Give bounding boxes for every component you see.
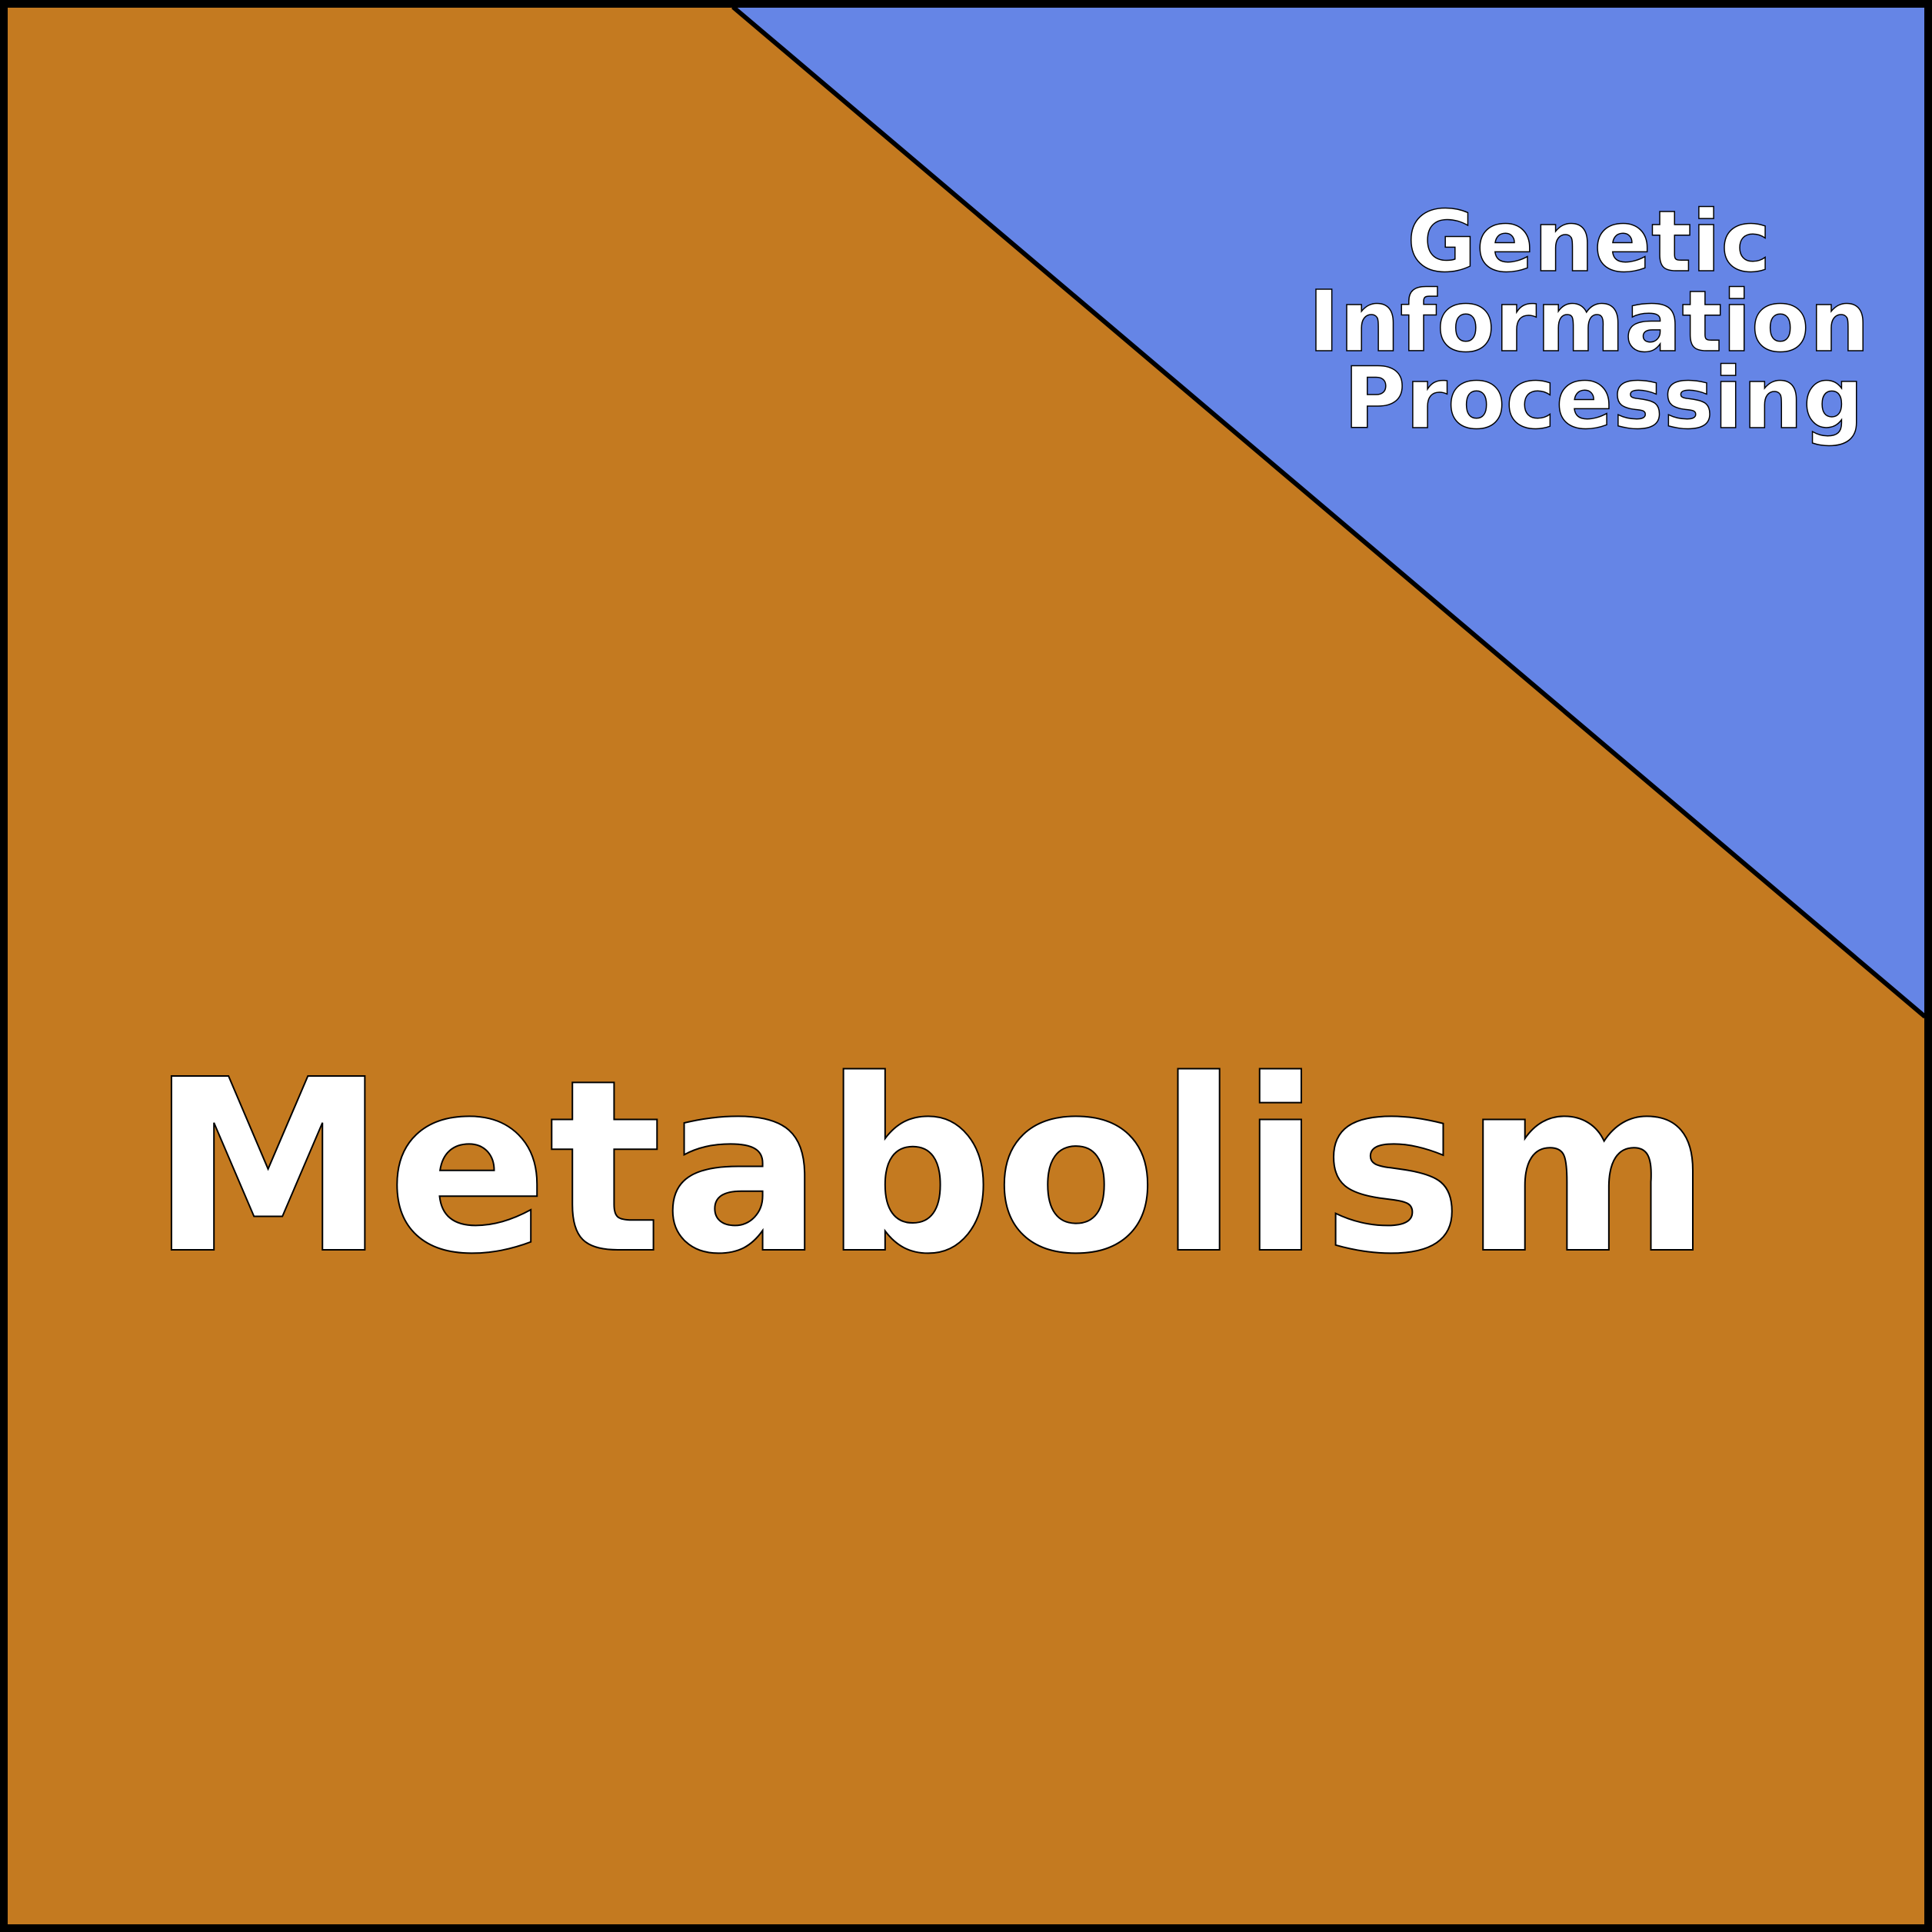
genetic-label-line-2: Information [1308,272,1870,371]
region-divider [731,5,1927,1019]
metabolism-label: Metabolism [149,1029,1711,1307]
genetic-label-line-1: Genetic [1407,192,1770,291]
genetic-information-processing-label: Genetic Information Processing [1308,192,1899,448]
genetic-label-line-3: Processing [1344,349,1864,448]
